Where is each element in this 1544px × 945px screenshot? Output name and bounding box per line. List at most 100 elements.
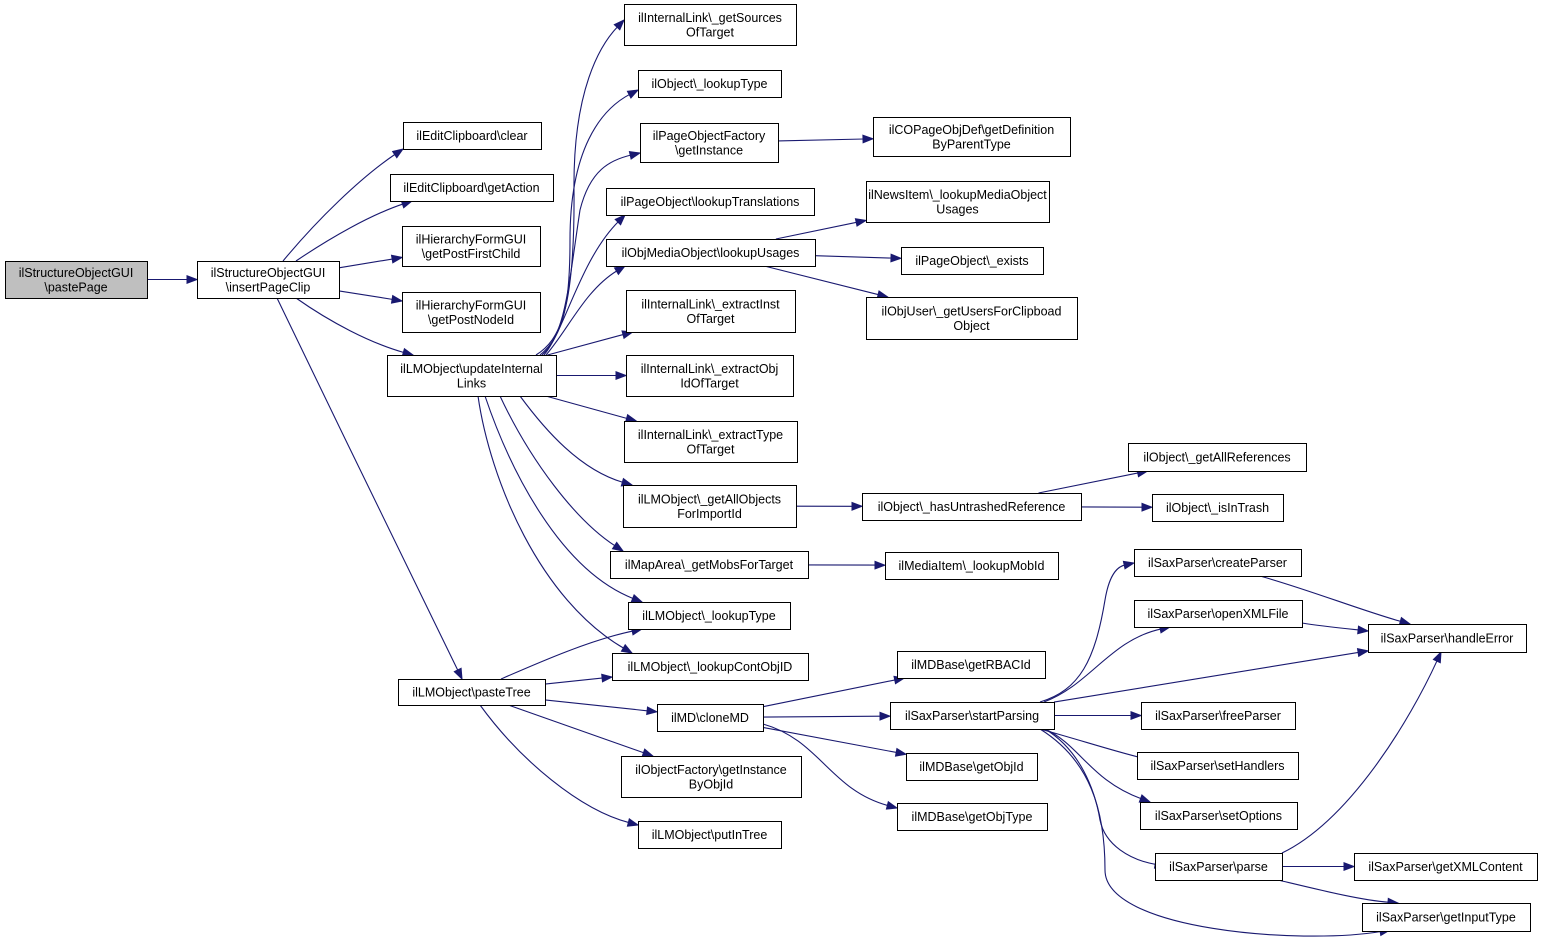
node-startParsing[interactable]: ilSaxParser\startParsing [890,702,1055,730]
node-lookupMobId[interactable]: ilMediaItem\_lookupMobId [885,552,1059,580]
node-getInputType[interactable]: ilSaxParser\getInputType [1362,903,1531,932]
node-isInTrash[interactable]: ilObject\_isInTrash [1152,494,1284,522]
arrowhead [611,541,625,552]
node-box [862,493,1082,521]
arrowhead [646,706,659,716]
node-box [1141,702,1296,730]
edge-updateInternalLinks-to-extractType [545,395,638,423]
arrowhead [854,218,868,227]
edge-pasteTree-to-objFactory [508,704,655,757]
node-insertPageClip[interactable]: ilStructureObjectGUI\insertPageClip [197,261,340,299]
node-box [1152,494,1284,522]
node-cloneMD[interactable]: ilMD\cloneMD [657,704,764,732]
edge-line [1053,651,1360,703]
node-box [1128,443,1307,472]
edge-line [544,699,649,712]
node-label-line: ilPageObjectFactory [653,129,766,143]
edge-line [484,395,634,600]
node-objLookupType[interactable]: ilObject\_lookupType [638,70,782,98]
edge-root-to-insertPageClip [147,274,199,285]
arrowhead [614,214,626,226]
arrowhead [390,254,404,264]
edge-pasteTree-to-lookupContObjId [544,673,614,685]
node-box [1140,802,1298,830]
node-parse[interactable]: ilSaxParser\parse [1155,853,1283,881]
node-box [897,803,1048,831]
node-putInTree[interactable]: ilLMObject\putInTree [638,821,782,849]
edge-line [295,297,405,354]
edge-insertPageClip-to-clipGetAction [295,200,414,262]
node-box [402,226,541,267]
edge-line [295,203,404,262]
node-pageExists[interactable]: ilPageObject\_exists [901,247,1044,275]
edge-hasUntrashed-to-isInTrash [1080,502,1154,512]
edge-parse-to-getXMLContent [1282,861,1356,872]
node-clipClear[interactable]: ilEditClipboard\clear [403,122,542,150]
arrowhead [1130,710,1143,721]
node-setOptions[interactable]: ilSaxParser\setOptions [1140,802,1298,830]
node-freeParser[interactable]: ilSaxParser\freeParser [1141,702,1296,730]
edge-line [1044,728,1142,800]
node-mobLookupUsages[interactable]: ilObjMediaObject\lookupUsages [606,239,816,267]
node-hasUntrashed[interactable]: ilObject\_hasUntrashedReference [862,493,1082,521]
node-label-line: ilMapArea\_getMobsForTarget [625,558,794,572]
node-root[interactable]: ilStructureObjectGUI\pastePage [5,261,148,299]
node-getXMLContent[interactable]: ilSaxParser\getXMLContent [1354,853,1538,881]
node-getRbacId[interactable]: ilMDBase\getRBACId [897,651,1046,679]
node-box [626,355,794,397]
node-setHandlers[interactable]: ilSaxParser\setHandlers [1137,752,1299,780]
node-box [1368,624,1527,653]
node-getAllRefs[interactable]: ilObject\_getAllReferences [1128,443,1307,472]
edge-updateInternalLinks-to-mapArea [499,395,625,552]
node-getObjId[interactable]: ilMDBase\getObjId [906,753,1038,781]
node-label-line: ilSaxParser\createParser [1148,556,1287,570]
edge-pasteTree-to-putInTree [479,704,640,827]
node-label-line: ilMDBase\getObjId [919,760,1023,774]
node-openXMLFile[interactable]: ilSaxParser\openXMLFile [1134,600,1303,628]
node-postFirstChild[interactable]: ilHierarchyFormGUI\getPostFirstChild [402,226,541,267]
node-pageObjFactory[interactable]: ilPageObjectFactory\getInstance [640,123,779,163]
arrowhead [1343,861,1356,872]
node-createParser[interactable]: ilSaxParser\createParser [1134,549,1302,577]
node-lookupTranslations[interactable]: ilPageObject\lookupTranslations [606,188,815,216]
node-label-line: ilSaxParser\setOptions [1155,809,1282,823]
node-label-line: ilSaxParser\parse [1169,860,1268,874]
node-handleError[interactable]: ilSaxParser\handleError [1368,624,1527,653]
node-label-line: ByParentType [932,137,1011,151]
node-getObjType[interactable]: ilMDBase\getObjType [897,803,1048,831]
arrowhead [874,560,887,570]
node-pasteTree[interactable]: ilLMObject\pasteTree [398,679,546,706]
edge-line [282,153,396,262]
node-clipGetAction[interactable]: ilEditClipboard\getAction [390,174,554,202]
node-label-line: \insertPageClip [226,280,311,294]
node-mapArea[interactable]: ilMapArea\_getMobsForTarget [610,551,809,579]
node-label-line: ilMediaItem\_lookupMobId [899,559,1045,573]
edge-insertPageClip-to-pasteTree [276,297,463,681]
node-box [1362,903,1531,932]
arrowhead [1357,625,1370,635]
node-postNodeId[interactable]: ilHierarchyFormGUI\getPostNodeId [402,292,541,333]
arrowhead [626,89,640,99]
node-label-line: ilLMObject\_getAllObjects [638,492,781,506]
edge-line [1259,575,1402,623]
edge-startParsing-to-openXMLFile [1043,624,1172,703]
arrowhead [1122,560,1136,570]
node-lmLookupType[interactable]: ilLMObject\_lookupType [628,602,791,630]
node-label-line: ilEditClipboard\getAction [403,181,539,195]
node-box [403,122,542,150]
arrowhead [879,711,892,721]
arrowhead [641,748,655,757]
node-label-line: ilObject\_hasUntrashedReference [878,500,1066,514]
arrowhead [890,253,903,263]
node-lookupContObjId[interactable]: ilLMObject\_lookupContObjID [612,653,809,681]
